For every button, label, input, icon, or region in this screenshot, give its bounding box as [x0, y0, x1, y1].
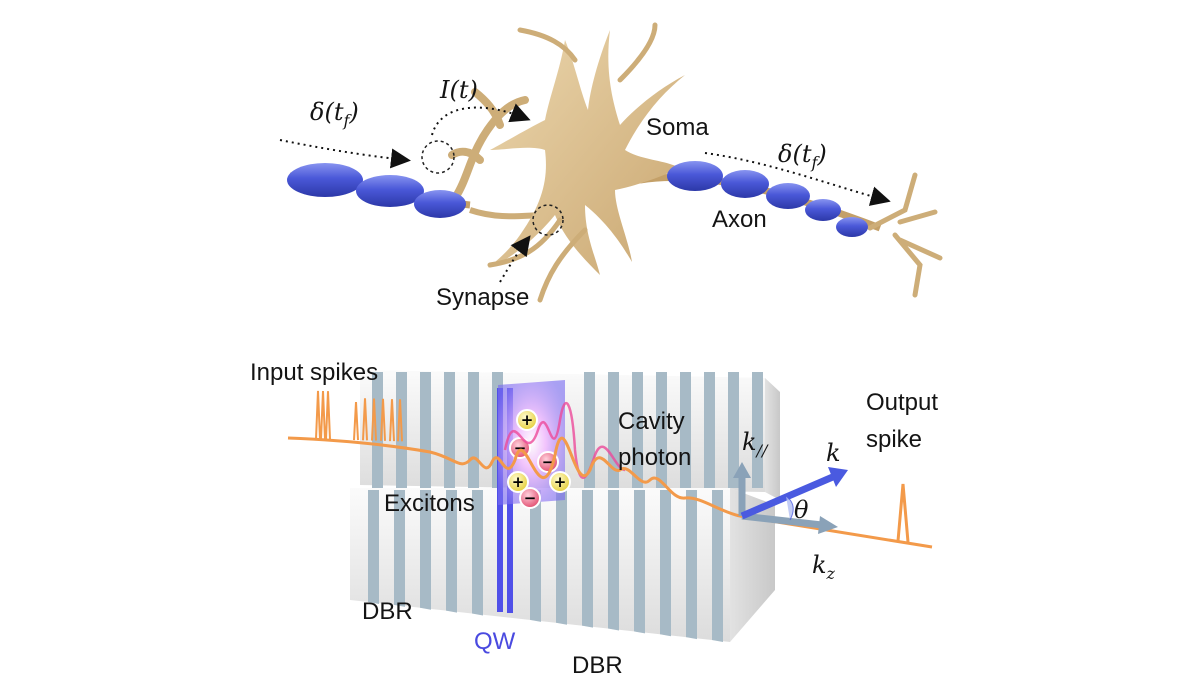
delta-output-label: δ(tf)	[778, 140, 827, 172]
beam-path	[287, 436, 933, 549]
input-spike	[353, 401, 359, 441]
dbr-stripe	[704, 372, 715, 488]
dbr-stripe	[584, 372, 595, 488]
svg-text:+: +	[554, 473, 567, 491]
dbr-stripe	[582, 490, 593, 628]
myelin-left	[287, 163, 466, 218]
dbr-stripe	[472, 490, 483, 616]
current-arrow	[431, 103, 531, 136]
output-spike-label-line2: spike	[866, 426, 923, 453]
dbr-stripe	[752, 372, 763, 488]
svg-text:+: +	[521, 411, 534, 429]
dbr-left-label: DBR	[362, 598, 413, 625]
dbr-stripe	[632, 372, 643, 488]
dbr-stripe	[530, 490, 541, 622]
synapse-marker-upper	[421, 140, 455, 174]
soma-label: Soma	[646, 114, 709, 141]
cavity-photon-label-line2: photon	[618, 444, 692, 471]
output-label-crop	[950, 380, 1200, 480]
input-spike	[315, 390, 321, 439]
dbr-stripe	[394, 490, 405, 607]
qw-label: QW	[474, 628, 516, 655]
dbr-stripe	[368, 490, 379, 604]
input-spikes-label: Input spikes	[250, 359, 379, 386]
input-spike	[389, 399, 395, 442]
k-z-label: kz	[812, 551, 835, 583]
wavevector-diagram	[733, 462, 848, 534]
excitons-label: Excitons	[384, 490, 475, 517]
dbr-stripe	[468, 372, 479, 488]
theta-label: θ	[794, 496, 809, 524]
myelin-right	[667, 161, 868, 237]
synapse-marker-lower	[532, 204, 564, 236]
current-label: I(t)	[440, 76, 478, 104]
input-spike	[371, 398, 377, 441]
cavity-photon-label-line1: Cavity	[618, 408, 685, 435]
neuron-illustration	[279, 22, 943, 303]
input-spike	[397, 399, 403, 442]
dbr-stripe	[680, 372, 691, 488]
output-spike	[896, 483, 910, 543]
dbr-stripe	[556, 490, 567, 625]
input-signal-arrow	[279, 139, 411, 169]
k-parallel-label: k//	[742, 428, 768, 460]
front-dbr-stripes	[368, 490, 723, 643]
svg-text:−: −	[524, 489, 537, 507]
dbr-stripe	[444, 372, 455, 488]
microcavity-device: + − − + + −	[350, 370, 780, 643]
dbr-stripe	[372, 372, 383, 488]
delta-input-label: δ(tf)	[310, 98, 359, 130]
input-spike	[320, 391, 326, 440]
synapse-label: Synapse	[436, 284, 530, 311]
dbr-stripe	[608, 490, 619, 631]
input-spike	[380, 398, 386, 441]
dbr-stripe	[446, 490, 457, 613]
dbr-stripe	[608, 372, 619, 488]
dbr-stripe	[686, 490, 697, 640]
dbr-stripe	[420, 372, 431, 488]
input-spike	[362, 398, 368, 441]
dbr-bottom-label: DBR	[572, 652, 623, 679]
dbr-stripe	[712, 490, 723, 643]
input-spike-train	[315, 390, 403, 442]
dbr-stripe	[728, 372, 739, 488]
axon-label: Axon	[712, 206, 767, 233]
output-spike-label-line1: Output	[866, 389, 939, 416]
k-label: k	[826, 439, 841, 467]
cavity-photon-wave	[503, 401, 626, 479]
output-signal-arrow	[704, 152, 891, 206]
dbr-stripe	[656, 372, 667, 488]
dbr-stripe	[660, 490, 671, 637]
dbr-stripe	[634, 490, 645, 634]
input-spike	[325, 391, 331, 440]
svg-text:+: +	[512, 473, 525, 491]
dbr-stripe	[420, 490, 431, 610]
